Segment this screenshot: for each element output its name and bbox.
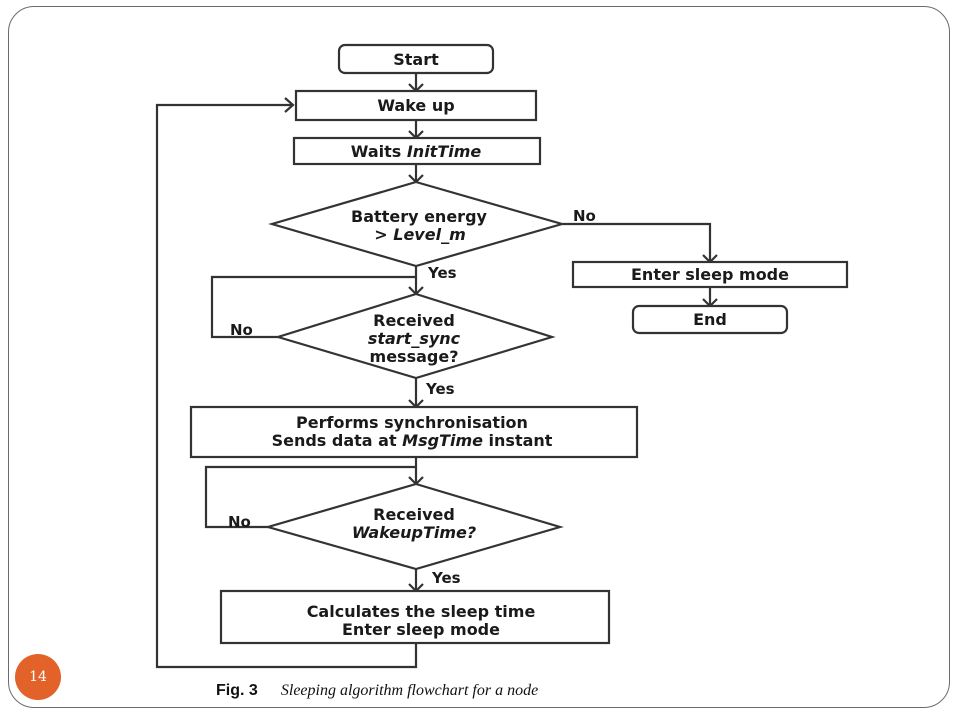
caption-text: Sleeping algorithm flowchart for a node <box>280 682 539 699</box>
received2-no-label: No <box>228 513 251 531</box>
enter-sleep-label: Enter sleep mode <box>631 265 789 284</box>
enter-sleep-box <box>571 260 849 289</box>
waits-italic: InitTime <box>407 142 482 161</box>
end-terminal <box>631 304 789 335</box>
performs-italic: MsgTime <box>402 431 483 450</box>
wake-up-label: Wake up <box>377 96 454 115</box>
received-line3: message? <box>370 347 459 366</box>
calculates-sleep-box <box>219 589 611 645</box>
received-start-sync-decision <box>274 292 556 380</box>
battery-decision <box>268 180 566 268</box>
received-yes-label: Yes <box>425 380 455 398</box>
battery-prefix: > <box>374 225 393 244</box>
figure-caption: Fig. 3 Sleeping algorithm flowchart for … <box>216 680 538 700</box>
arrow-battery-no <box>562 222 712 262</box>
page-number-badge: 14 <box>15 654 61 700</box>
received-no-label: No <box>230 321 253 339</box>
received2-yes-label: Yes <box>431 569 461 587</box>
wake-up-box <box>294 89 538 122</box>
received-italic: start_sync <box>368 329 461 348</box>
waits-label: Waits InitTime <box>351 142 482 161</box>
end-label: End <box>693 310 727 329</box>
received2-italic: WakeupTime? <box>352 523 476 542</box>
arrowhead <box>284 97 295 113</box>
battery-italic: Level_m <box>393 225 465 244</box>
waits-prefix: Waits <box>351 142 407 161</box>
performs-prefix: Sends data at <box>272 431 403 450</box>
performs-sync-box <box>189 405 639 459</box>
performs-line2: Sends data at MsgTime instant <box>272 431 553 450</box>
received-wakeuptime-decision <box>264 482 564 571</box>
loop-back-to-wakeup <box>155 103 418 669</box>
received2-line1: Received <box>373 505 455 524</box>
calc-line2: Enter sleep mode <box>342 620 500 639</box>
waits-box <box>292 136 542 166</box>
caption-fig-number: Fig. 3 <box>216 682 258 699</box>
battery-yes-label: Yes <box>427 264 457 282</box>
loop-received-no <box>210 275 416 339</box>
start-label: Start <box>393 50 439 69</box>
battery-line1: Battery energy <box>351 207 487 226</box>
performs-line1: Performs synchronisation <box>296 413 528 432</box>
battery-no-label: No <box>573 207 596 225</box>
battery-line2: > Level_m <box>374 225 465 244</box>
received-line1: Received <box>373 311 455 330</box>
loop-received2-no <box>204 465 416 529</box>
calc-line1: Calculates the sleep time <box>307 602 536 621</box>
start-terminal <box>337 43 495 75</box>
connectors <box>155 73 718 669</box>
performs-suffix: instant <box>483 431 553 450</box>
